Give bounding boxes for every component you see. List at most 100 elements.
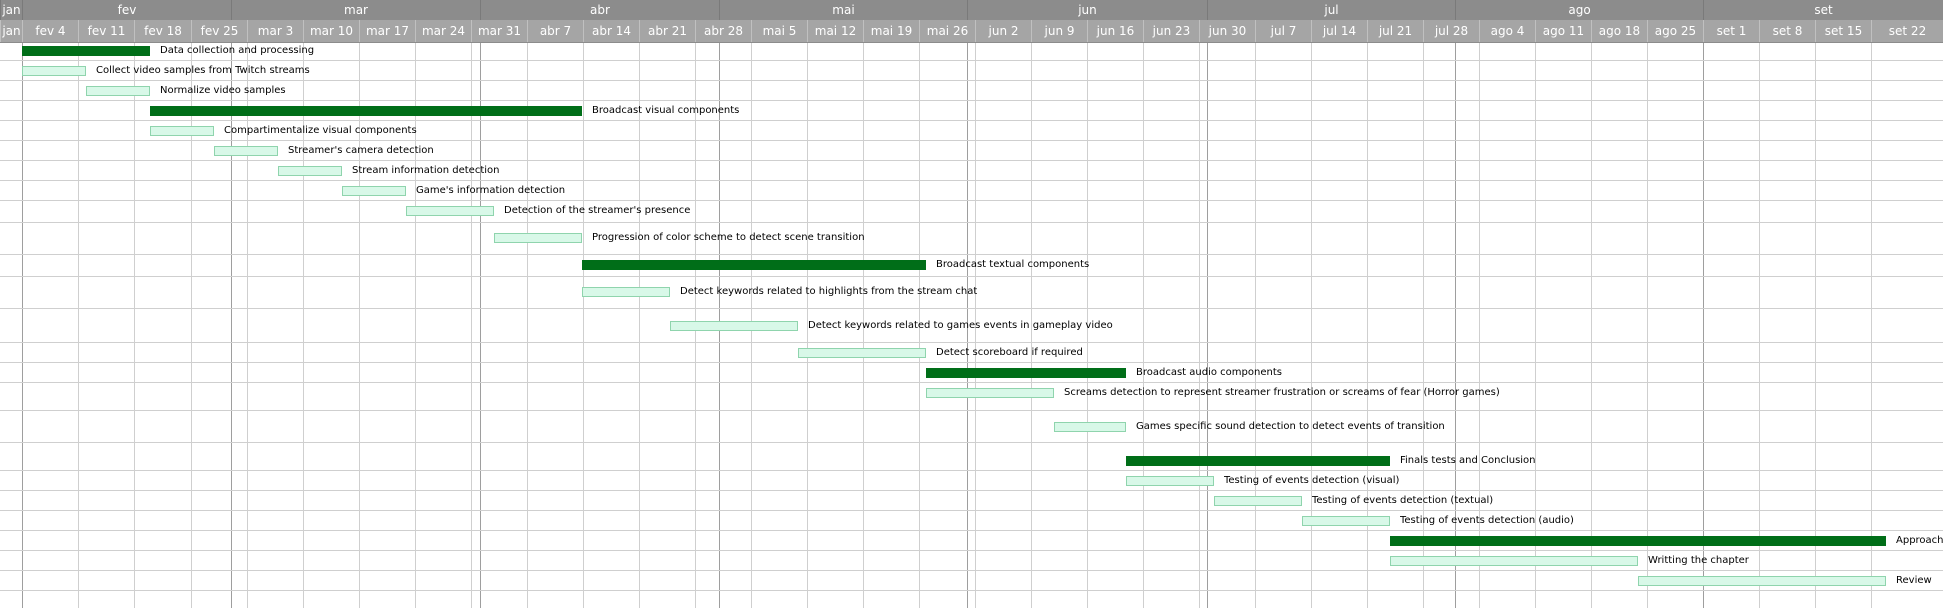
week-label: ago 4 [1479,20,1535,42]
task-label: Testing of events detection (audio) [1400,515,1574,526]
month-label: mai [719,0,967,20]
task-label: Broadcast textual components [936,259,1090,270]
task-bar[interactable] [214,146,278,156]
week-label: jun 2 [975,20,1031,42]
task-label: Collect video samples from Twitch stream… [96,65,310,76]
week-grid-line [807,43,808,608]
month-grid-line [1207,43,1208,608]
row-grid-line [0,254,1943,255]
week-label: ago 18 [1591,20,1647,42]
task-bar[interactable] [1302,516,1390,526]
week-label: ago 11 [1535,20,1591,42]
task-bar[interactable] [798,348,926,358]
week-grid-line [247,43,248,608]
week-grid-line [1759,43,1760,608]
summary-task-bar[interactable] [150,106,582,116]
task-label: Compartimentalize visual components [224,125,417,136]
week-label: mai 5 [751,20,807,42]
summary-task-bar[interactable] [22,46,150,56]
task-bar[interactable] [342,186,406,196]
week-grid-line [191,43,192,608]
week-grid-line [1031,43,1032,608]
task-label: Screams detection to represent streamer … [1064,387,1500,398]
task-label: Games specific sound detection to detect… [1136,421,1445,432]
week-label: mai 26 [919,20,975,42]
task-bar[interactable] [150,126,214,136]
week-grid-line [1423,43,1424,608]
task-label: Data collection and processing [160,45,315,56]
week-label: set 8 [1759,20,1815,42]
task-bar[interactable] [86,86,150,96]
task-bar[interactable] [406,206,494,216]
task-bar[interactable] [1390,556,1638,566]
row-grid-line [0,342,1943,343]
week-grid-line [527,43,528,608]
week-grid-line [583,43,584,608]
summary-task-bar[interactable] [1390,536,1886,546]
row-grid-line [0,140,1943,141]
task-bar[interactable] [22,66,86,76]
week-grid-line [134,43,135,608]
row-grid-line [0,442,1943,443]
task-bar[interactable] [582,287,670,297]
row-grid-line [0,222,1943,223]
week-label: mai 19 [863,20,919,42]
week-label: set 22 [1871,20,1943,42]
row-grid-line [0,470,1943,471]
task-label: Review [1896,575,1932,586]
week-grid-line [863,43,864,608]
task-label: Writting the chapter [1648,555,1749,566]
week-grid-line [975,43,976,608]
week-grid-line [415,43,416,608]
month-grid-line [22,43,23,608]
task-bar[interactable] [1638,576,1886,586]
week-grid-line [1143,43,1144,608]
task-bar[interactable] [1126,476,1214,486]
week-grid-line [1199,43,1200,608]
week-label: jun 16 [1087,20,1143,42]
week-label: mar 24 [415,20,471,42]
task-label: Game's information detection [416,185,566,196]
summary-task-bar[interactable] [1126,456,1390,466]
week-grid-line [1591,43,1592,608]
month-grid-line [967,43,968,608]
month-grid-line [1455,43,1456,608]
task-label: Stream information detection [352,165,500,176]
summary-task-bar[interactable] [582,260,926,270]
task-label: Broadcast audio components [1136,367,1282,378]
month-label: jul [1207,0,1455,20]
week-label: abr 14 [583,20,639,42]
week-label: abr 21 [639,20,695,42]
week-grid-line [1255,43,1256,608]
week-grid-line [1479,43,1480,608]
task-bar[interactable] [1214,496,1302,506]
month-label: jun [967,0,1207,20]
summary-task-bar[interactable] [926,368,1126,378]
task-label: Detect keywords related to highlights fr… [680,286,978,297]
week-label: fev 18 [134,20,191,42]
row-grid-line [0,160,1943,161]
week-grid-line [639,43,640,608]
week-grid-line [303,43,304,608]
row-grid-line [0,530,1943,531]
task-bar[interactable] [278,166,342,176]
task-label: Finals tests and Conclusion [1400,455,1536,466]
task-bar[interactable] [1054,422,1126,432]
week-label: set 15 [1815,20,1871,42]
month-grid-line [231,43,232,608]
task-bar[interactable] [926,388,1054,398]
task-bar[interactable] [494,233,582,243]
task-label: Normalize video samples [160,85,286,96]
week-grid-line [78,43,79,608]
month-label: ago [1455,0,1703,20]
row-grid-line [0,308,1943,309]
task-bar[interactable] [670,321,798,331]
row-grid-line [0,590,1943,591]
month-label: jan [0,0,22,20]
week-grid-line [1535,43,1536,608]
week-grid-line [919,43,920,608]
week-label: jul 21 [1367,20,1423,42]
